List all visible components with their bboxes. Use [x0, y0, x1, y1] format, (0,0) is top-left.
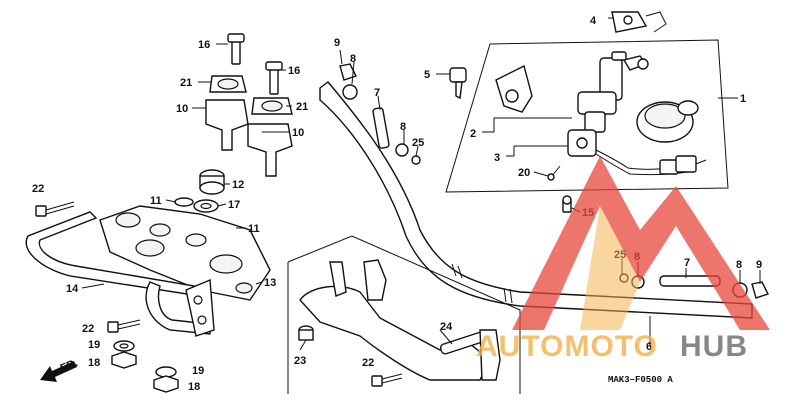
watermark-triangle-icon [512, 156, 770, 330]
key-blank-part [449, 67, 467, 100]
washer-19a [113, 340, 135, 352]
callout-25a: 25 [412, 137, 424, 149]
callout-18a: 18 [88, 357, 100, 369]
holder-bolt-16b [265, 61, 283, 95]
callout-19a: 19 [88, 339, 100, 351]
callout-4: 4 [590, 15, 597, 27]
callout-22b: 22 [82, 323, 94, 335]
callout-10b: 10 [292, 127, 304, 139]
callout-8b: 8 [400, 121, 406, 133]
callout-5: 5 [424, 69, 430, 81]
lower-holder-10a [205, 99, 249, 151]
callout-13: 13 [264, 277, 276, 289]
callout-11a: 11 [150, 195, 162, 207]
callout-6: 6 [646, 341, 652, 353]
callout-9b: 9 [756, 259, 762, 271]
callout-20: 20 [518, 167, 530, 179]
switch-cover-part [636, 100, 699, 143]
callout-19b: 19 [192, 365, 204, 377]
switch-body-part [567, 129, 597, 157]
callout-16b: 16 [288, 65, 300, 77]
callout-21a: 21 [180, 77, 192, 89]
switch-bracket-part [495, 64, 533, 113]
callout-3: 3 [494, 152, 500, 164]
callout-10a: 10 [176, 103, 188, 115]
lower-holder-10b [247, 123, 293, 177]
upper-holder-21a [209, 75, 247, 93]
callout-23: 23 [294, 355, 306, 367]
callout-21b: 21 [296, 101, 308, 113]
front-arrow-icon: FR. [40, 357, 80, 382]
callout-1: 1 [740, 93, 746, 105]
callout-14: 14 [66, 283, 79, 295]
ignition-group-frame [445, 39, 736, 193]
callout-17: 17 [228, 199, 240, 211]
callout-2: 2 [470, 128, 476, 140]
lock-clip-part [611, 11, 667, 33]
watermark-text-auto: AUTOMOTO [476, 330, 658, 363]
nut-18b [153, 375, 179, 393]
callout-18b: 18 [188, 381, 200, 393]
washer-11a [174, 197, 194, 207]
callout-12: 12 [232, 179, 244, 191]
nut-18a [111, 351, 137, 369]
callout-22c: 22 [362, 357, 374, 369]
drawing-code: MAK3–F0500 A [608, 375, 673, 385]
callout-16a: 16 [198, 39, 210, 51]
washer-17 [193, 199, 219, 213]
bolt-22c [371, 373, 403, 387]
callout-7b: 7 [684, 257, 690, 269]
bolt-15 [562, 195, 572, 213]
top-bridge-part [99, 205, 271, 301]
ignition-switch-part [577, 51, 649, 133]
callout-11b: 11 [248, 223, 260, 235]
callout-22a: 22 [32, 183, 44, 195]
bolt-22a [35, 201, 75, 217]
bracket-24-part [299, 259, 501, 381]
bar-end-weight-left [339, 63, 421, 165]
wiring-harness [595, 149, 707, 176]
lower-bar-frame-part [25, 211, 215, 337]
callout-8d: 8 [736, 259, 742, 271]
watermark-logo: AUTOMOTO HUB [476, 156, 770, 363]
rubber-bush-12 [199, 169, 225, 195]
callout-8a: 8 [350, 53, 356, 65]
inset-frame [287, 235, 521, 394]
watermark-text-hub: HUB [680, 330, 748, 363]
upper-holder-21b [251, 97, 293, 115]
holder-bolt-16a [227, 33, 245, 65]
callout-9a: 9 [334, 37, 340, 49]
grommet-23 [298, 325, 314, 341]
bolt-22b [107, 319, 141, 333]
callout-7a: 7 [374, 87, 380, 99]
screw-20 [547, 165, 561, 181]
front-label: FR. [59, 357, 80, 375]
callout-24: 24 [440, 321, 453, 333]
